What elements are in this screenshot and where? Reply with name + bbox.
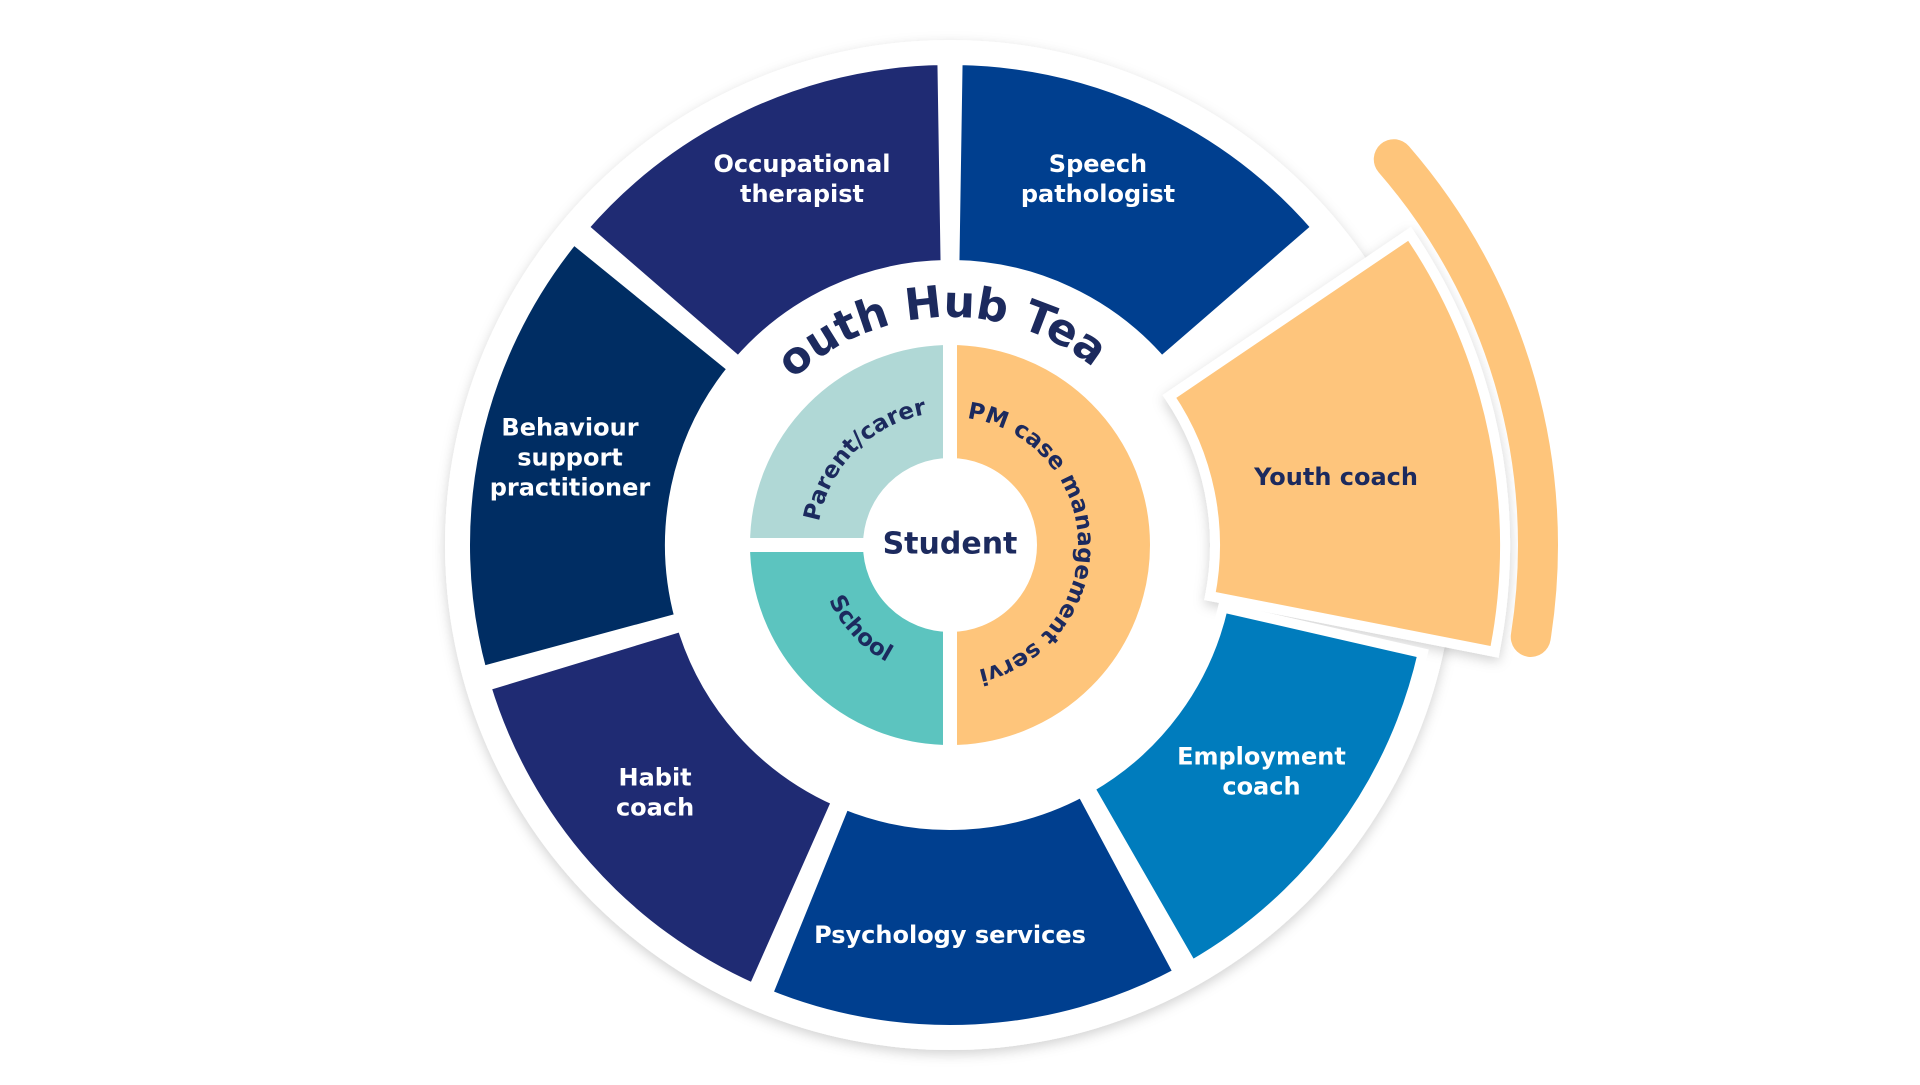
outer-segment-1 (949, 54, 1324, 369)
outer-segment-2 (1162, 226, 1510, 658)
outer-segment-label-line: Habit (618, 763, 691, 791)
outer-segment-6 (460, 232, 740, 678)
inner-segment-0 (735, 330, 957, 552)
outer-segment-4 (761, 785, 1186, 1035)
center-disk (876, 471, 1024, 619)
outer-segment-0 (576, 54, 951, 369)
outer-segment-label-line: Employment (1177, 742, 1346, 770)
outer-segment-5 (479, 620, 844, 996)
outer-segment-label-line: pathologist (1021, 180, 1175, 208)
student-label: Student (883, 527, 1018, 562)
outer-segment-label-2: Youth coach (1253, 463, 1418, 491)
outer-segment-label-line: Youth coach (1253, 463, 1418, 491)
outer-segment-label-line: practitioner (490, 473, 651, 501)
outer-segment-label-line: Speech (1049, 150, 1147, 178)
inner-segments (735, 330, 1164, 760)
outer-segments (460, 54, 1510, 1035)
inner-segment-1 (735, 538, 957, 760)
outer-segment-label-line: coach (1222, 772, 1300, 800)
outer-segment-3 (1082, 601, 1429, 973)
outer-segment-label-line: therapist (740, 180, 864, 208)
inner-segment-2 (943, 330, 1164, 760)
outer-segment-label-line: support (517, 443, 623, 471)
outer-segment-label-4: Psychology services (814, 921, 1086, 949)
outer-segment-label-line: Behaviour (501, 413, 638, 441)
outer-segment-label-line: Psychology services (814, 921, 1086, 949)
outer-segment-label-line: Occupational (714, 150, 891, 178)
outer-segment-label-line: coach (616, 793, 694, 821)
youth-coach-highlight-arc (1373, 139, 1558, 657)
